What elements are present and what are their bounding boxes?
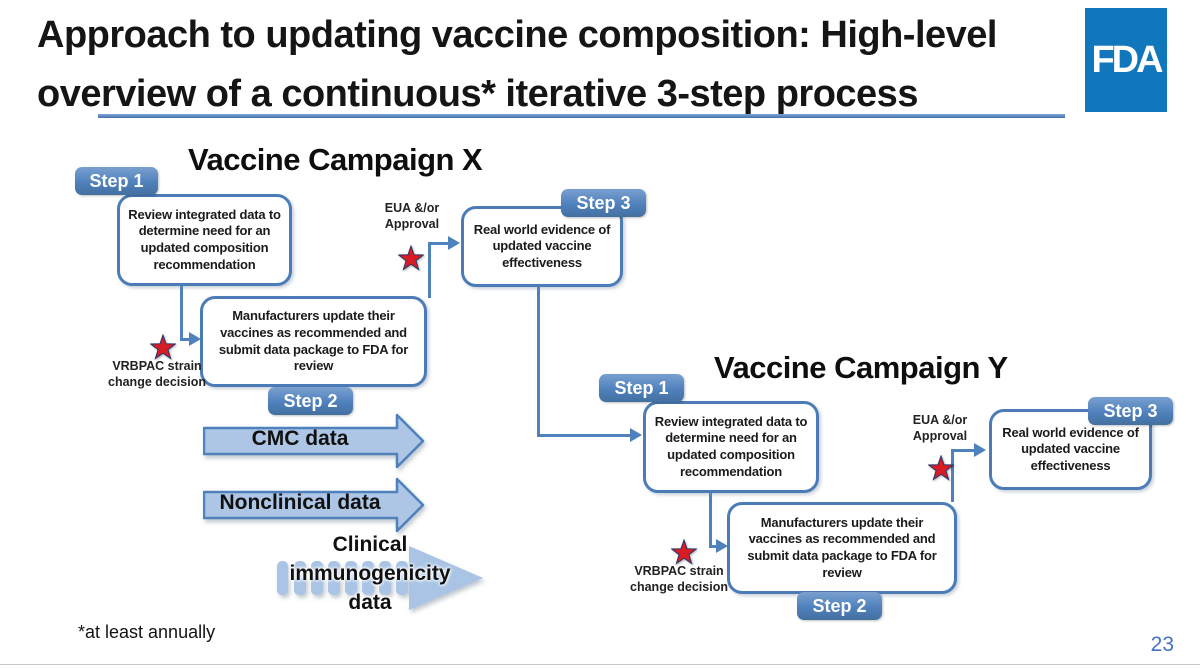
connector-y-step2-step3-horizontal — [951, 449, 975, 452]
connector-x-step2-step3-vertical — [428, 242, 431, 298]
nonclinical-data-arrow-icon — [203, 477, 425, 533]
connector-x-step1-step2-horizontal — [180, 338, 190, 341]
campaign-x-step3-badge: Step 3 — [561, 189, 646, 217]
connector-x-step1-step2-arrowhead-icon — [189, 332, 201, 346]
connector-y-step1-step2-horizontal — [709, 545, 719, 548]
campaign-y-step1-box: Review integrated data to determine need… — [643, 401, 819, 493]
campaign-y-vrbpac-label: VRBPAC strain change decision — [630, 564, 728, 594]
campaign-y-step3-box: Real world evidence of updated vaccine e… — [989, 409, 1152, 490]
campaign-x-step2-badge: Step 2 — [268, 387, 353, 415]
page-title-line2: overview of a continuous* iterative 3-st… — [37, 73, 918, 115]
connector-y-step2-step3-vertical — [951, 449, 954, 502]
page-title-line1: Approach to updating vaccine composition… — [37, 14, 997, 56]
connector-x-step2-step3-arrowhead-icon — [448, 236, 460, 250]
fda-logo: FDA — [1085, 8, 1167, 112]
campaign-x-step3-box: Real world evidence of updated vaccine e… — [461, 206, 623, 287]
connector-y-step1-step2-arrowhead-icon — [716, 539, 728, 553]
page-title: Approach to updating vaccine composition… — [37, 6, 1082, 124]
connector-y-step2-step3-arrowhead-icon — [974, 443, 986, 457]
campaign-x-heading: Vaccine Campaign X — [188, 142, 483, 177]
connector-x-step3-y-step1-vertical — [537, 286, 540, 437]
campaign-x-step1-badge: Step 1 — [75, 167, 158, 195]
clinical-immunogenicity-dashed-arrow-icon — [277, 546, 483, 610]
cmc-data-arrow-icon — [203, 413, 425, 469]
campaign-y-step2-badge: Step 2 — [797, 592, 882, 620]
campaign-x-step1-box: Review integrated data to determine need… — [117, 194, 292, 286]
campaign-y-step1-badge: Step 1 — [599, 374, 684, 402]
connector-x-step2-step3-horizontal — [428, 242, 450, 245]
campaign-x-vrbpac-label: VRBPAC strain change decision — [108, 359, 206, 389]
title-underline — [98, 114, 1065, 118]
fda-logo-text: FDA — [1091, 38, 1163, 81]
campaign-x-step2-box: Manufacturers update their vaccines as r… — [200, 296, 427, 387]
campaign-y-eua-star-icon — [928, 455, 954, 481]
connector-x-step1-step2-vertical — [180, 284, 183, 341]
campaign-y-heading: Vaccine Campaign Y — [714, 350, 1008, 385]
campaign-x-eua-label: EUA &/or Approval — [384, 201, 440, 231]
campaign-y-eua-label: EUA &/or Approval — [912, 413, 968, 443]
page-number: 23 — [1150, 633, 1174, 656]
campaign-y-step3-badge: Step 3 — [1088, 397, 1173, 425]
cmc-data-label: CMC data — [251, 427, 349, 450]
connector-x-step3-y-step1-horizontal — [537, 434, 631, 437]
connector-x-step3-y-step1-arrowhead-icon — [630, 428, 642, 442]
nonclinical-data-label: Nonclinical data — [219, 491, 381, 514]
clinical-immunogenicity-data-label: Clinical immunogenicity data — [289, 533, 451, 614]
campaign-y-step2-box: Manufacturers update their vaccines as r… — [727, 502, 957, 594]
campaign-x-eua-star-icon — [398, 245, 424, 271]
campaign-x-vrbpac-star-icon — [150, 334, 176, 360]
bottom-divider — [0, 664, 1200, 665]
campaign-y-vrbpac-star-icon — [671, 539, 697, 565]
footnote: *at least annually — [78, 622, 216, 642]
connector-y-step1-step2-vertical — [709, 492, 712, 548]
